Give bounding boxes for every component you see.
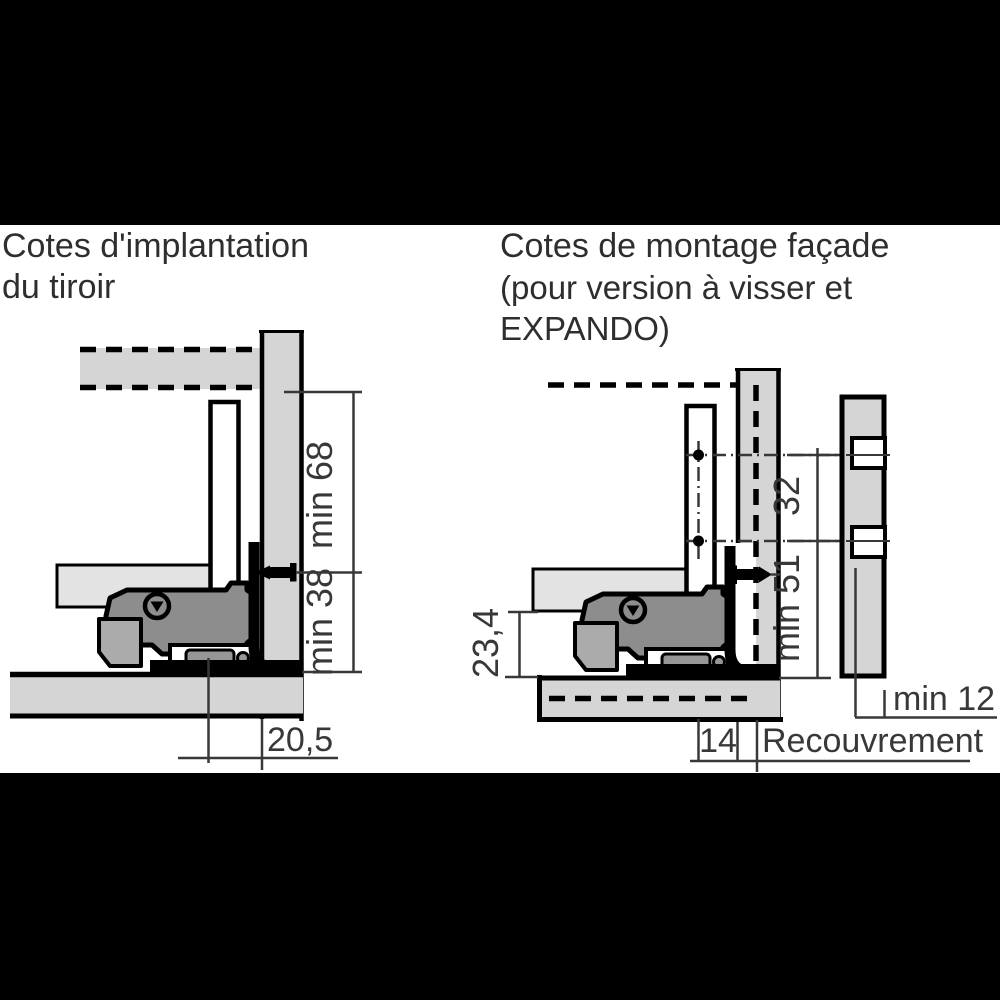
letterbox-bottom — [0, 773, 1000, 1000]
dim-14-label: 14 — [699, 722, 737, 760]
left-diagram-title: Cotes d'implantation du tiroir — [2, 226, 309, 308]
screw-icon — [255, 563, 297, 582]
right-diagram-title: Cotes de montage façade (pour version à … — [500, 226, 1000, 349]
dim-32-label: 32 — [766, 476, 807, 516]
dimension-14-overlay — [690, 719, 970, 772]
dim-234-label: 23,4 — [465, 608, 506, 678]
dim-min38-label: min 38 — [299, 568, 340, 676]
drill-centerlines — [686, 441, 838, 562]
cabinet-bottom-panel — [10, 674, 303, 716]
overlay-label: Recouvrement — [762, 722, 984, 760]
front-panel — [263, 330, 301, 718]
front-panel-strip — [839, 394, 890, 717]
screw-icon — [730, 565, 781, 584]
left-diagram: min 68 min 38 20,5 — [10, 330, 362, 770]
left-title-line2: du tiroir — [2, 268, 116, 306]
dimension-lines-left-diagram — [284, 390, 362, 674]
drill-point-upper — [693, 449, 704, 461]
right-title-line1: Cotes de montage façade — [500, 227, 890, 265]
drill-hole-upper — [850, 436, 887, 470]
dim-min12-label: min 12 — [893, 680, 995, 718]
letterbox-top — [0, 0, 1000, 225]
right-title-line2: (pour version à visser et EXPANDO) — [500, 269, 853, 347]
dim-min68-label: min 68 — [299, 441, 340, 549]
dimension-234 — [505, 610, 538, 679]
bracket-slot — [735, 543, 756, 673]
dimension-lines-right-diagram — [779, 448, 844, 680]
dim-205-label: 20,5 — [267, 721, 333, 759]
drill-point-lower — [693, 535, 704, 547]
upper-panel-reference — [80, 348, 263, 389]
right-diagram: 32 min 51 23,4 14 Recouvrement — [465, 368, 997, 772]
dimension-depth — [178, 658, 338, 770]
left-title-line1: Cotes d'implantation — [2, 227, 309, 265]
dimension-min12 — [855, 690, 997, 719]
dim-min51-label: min 51 — [766, 554, 807, 662]
